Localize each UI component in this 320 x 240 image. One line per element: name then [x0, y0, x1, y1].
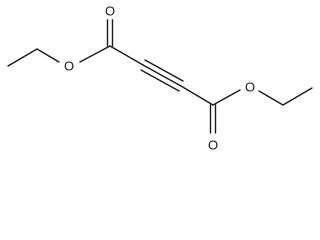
atom-oxygen-carbonyl-right: O [208, 138, 218, 153]
bond-triple-center [142, 64, 182, 87]
bond-alkyne-c-right [180, 85, 214, 106]
skeletal-formula: O O O O [7, 4, 313, 153]
structure-canvas: O O O O [7, 4, 313, 153]
bond-ch3-ch2-left [7, 48, 38, 67]
bond-triple-upper [144, 59, 184, 82]
bond-o-c-left [79, 45, 111, 63]
bond-ch2-ch3-right [282, 87, 313, 106]
bond-c-o-right [212, 89, 241, 106]
bond-triple-lower [140, 69, 180, 92]
atom-oxygen-ether-left: O [64, 59, 74, 74]
bond-o-ch2-right [258, 90, 284, 106]
bond-c-alkyne-left [109, 45, 144, 66]
bond-ch2-o-left [36, 48, 60, 63]
atom-oxygen-ether-right: O [245, 80, 255, 95]
atom-oxygen-carbonyl-left: O [105, 4, 115, 19]
